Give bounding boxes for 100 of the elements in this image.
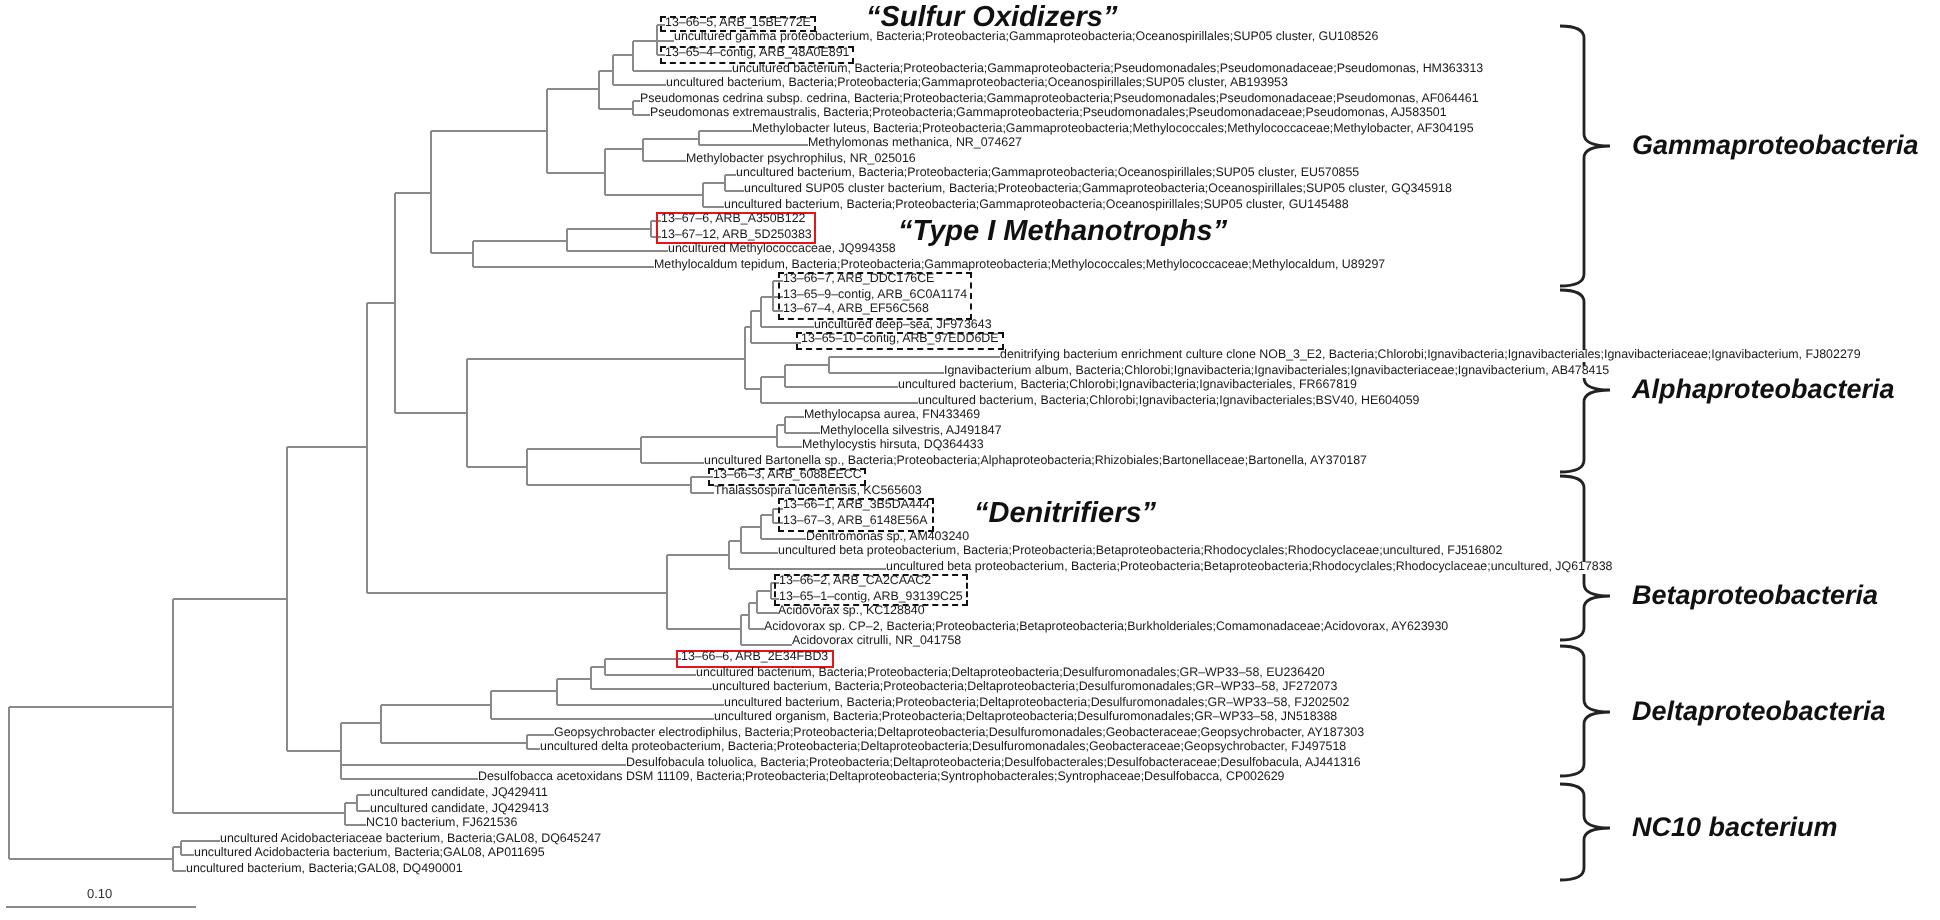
tree-branch — [750, 296, 762, 328]
tree-branch — [366, 554, 668, 630]
dashed-frame — [660, 15, 816, 33]
tree-branch — [772, 310, 784, 312]
tree-branch — [286, 722, 342, 780]
tree-branch — [546, 70, 600, 110]
tree-branch — [760, 280, 774, 312]
tree-branch — [8, 846, 174, 872]
tree-branch — [598, 54, 614, 86]
tree-branch — [344, 794, 358, 812]
tree-branch — [526, 476, 692, 494]
tree-branch — [760, 402, 919, 404]
tree-branch — [612, 84, 667, 86]
group-annotation: “Type I Methanotrophs” — [898, 217, 1228, 246]
tree-branch — [784, 432, 821, 434]
tree-branch — [590, 658, 606, 676]
tree-branch — [380, 734, 528, 750]
dashed-frame — [796, 332, 1004, 351]
dashed-frame — [778, 271, 973, 320]
tree-branch — [744, 310, 752, 344]
tree-branch — [632, 70, 733, 72]
tree-branch — [642, 130, 700, 146]
tree-branch — [466, 326, 746, 390]
tree-branch — [698, 144, 809, 146]
tree-branch — [666, 540, 730, 570]
tree-branch — [748, 628, 765, 630]
tree-branch — [744, 376, 762, 404]
tree-branch — [556, 666, 592, 690]
tree-branch — [656, 24, 666, 26]
tree-branch — [546, 148, 606, 196]
tree-branch — [632, 24, 658, 56]
tree-branch — [772, 280, 784, 282]
tree-branch — [642, 160, 687, 162]
tree-branch — [394, 130, 432, 254]
tree-branch — [724, 174, 737, 176]
tree-branch — [770, 598, 780, 600]
tree-branch — [776, 446, 803, 448]
tree-branch — [656, 40, 675, 42]
tree-branch — [566, 250, 669, 252]
tree-branch — [590, 688, 713, 690]
dashed-frame — [778, 498, 935, 532]
tree-branch — [366, 192, 396, 414]
tree-branch — [604, 182, 704, 208]
tree-branch — [760, 538, 807, 540]
tree-branch — [690, 476, 714, 478]
tree-branch — [8, 598, 174, 814]
dashed-frame — [774, 573, 968, 607]
tree-branch — [760, 508, 774, 524]
tree-branch — [740, 644, 793, 646]
tree-branch — [756, 582, 772, 600]
tree-branch — [632, 114, 651, 116]
tree-branch — [740, 514, 762, 540]
group-annotation: “Denitrifiers” — [974, 499, 1157, 528]
tree-branch — [466, 448, 528, 486]
tree-branch — [340, 778, 479, 780]
clade-label: NC10 bacterium — [1632, 814, 1838, 841]
tree-branch — [728, 526, 742, 554]
tree-branch — [356, 810, 371, 812]
tree-branch — [740, 552, 779, 554]
tree-branch — [472, 266, 655, 268]
tree-branch — [656, 54, 666, 56]
dashed-frame — [708, 468, 867, 486]
tree-branch — [180, 854, 195, 856]
tree-branch — [828, 356, 1001, 358]
tree-branch — [526, 748, 541, 750]
tree-branch — [756, 612, 779, 614]
tree-branch — [724, 190, 745, 192]
tree-branch — [340, 704, 382, 744]
tree-branch — [526, 436, 642, 464]
group-annotation: “Sulfur Oxidizers” — [866, 3, 1118, 32]
tree-branch — [784, 416, 805, 418]
tree-branch — [490, 678, 558, 706]
tree-branch — [640, 462, 705, 464]
dashed-frame — [660, 45, 855, 64]
tree-branch — [380, 690, 492, 720]
tree-branch — [356, 794, 371, 796]
tree-branch — [556, 704, 725, 706]
tree-branch — [748, 590, 758, 614]
tree-branch — [784, 356, 830, 374]
tree-branch — [604, 138, 644, 162]
tree-branch — [286, 302, 368, 594]
tree-branch — [526, 734, 555, 736]
highlight-frame — [676, 649, 834, 668]
tree-branch — [180, 840, 221, 842]
tree-branch — [690, 492, 715, 494]
tree-branch — [472, 228, 568, 252]
clade-label: Gammaproteobacteria — [1632, 132, 1919, 159]
highlight-frame — [656, 211, 817, 245]
tree-branch — [430, 240, 474, 268]
tree-branch — [750, 342, 802, 344]
tree-branch — [172, 802, 346, 826]
tree-branch — [612, 40, 634, 72]
tree-branch — [604, 658, 682, 660]
tree-branch — [566, 220, 652, 238]
tree-branch — [666, 614, 742, 646]
tree-branch — [702, 206, 725, 208]
tree-branch — [172, 840, 182, 856]
tree-branch — [640, 424, 778, 448]
tree-branch — [172, 870, 187, 872]
tree-branch — [776, 416, 786, 434]
